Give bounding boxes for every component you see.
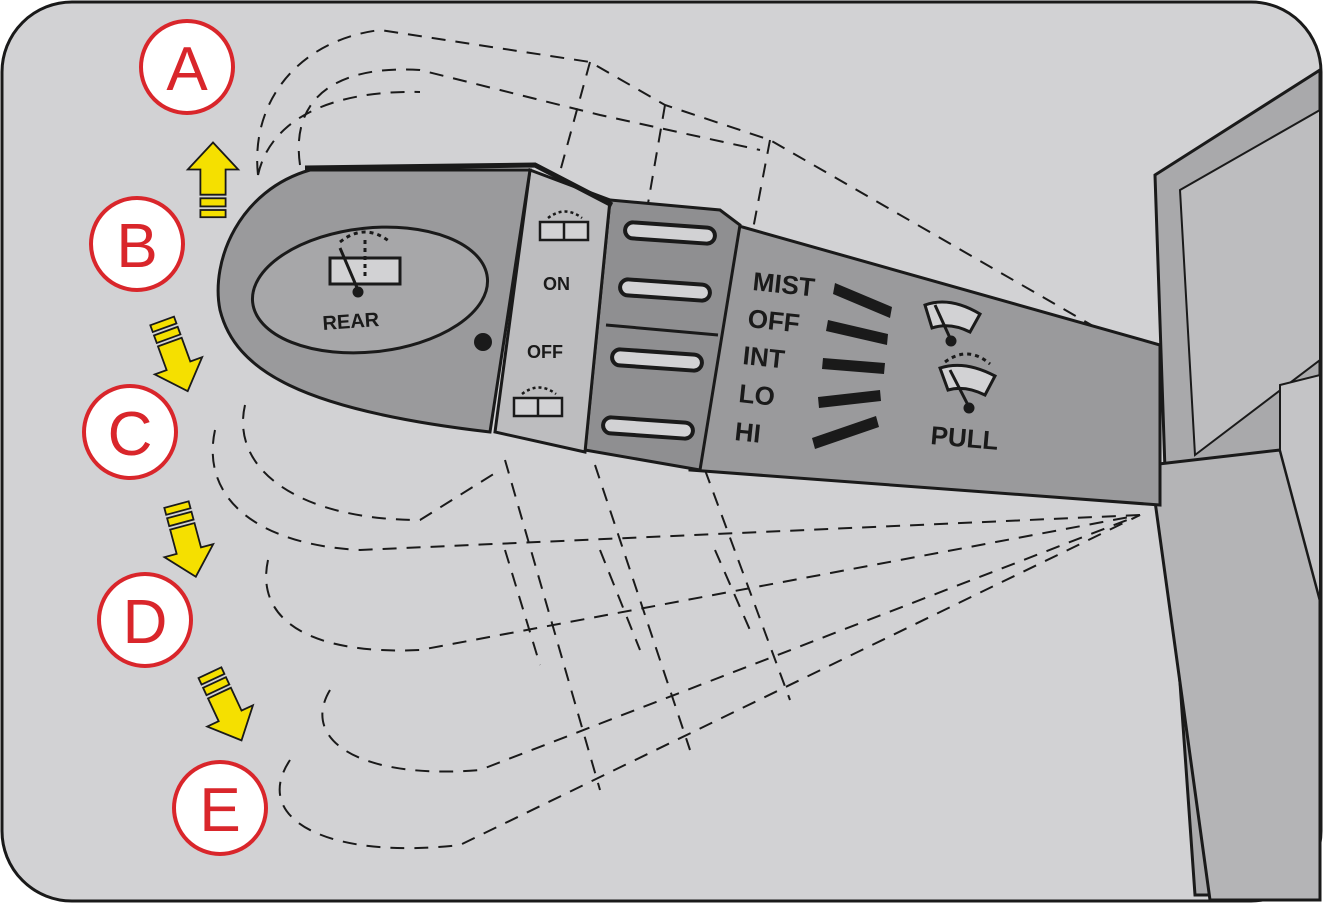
windshield-washer-icon	[938, 352, 998, 414]
rear-wiper-icon	[328, 230, 402, 298]
washer-spray-icon-lower	[512, 386, 564, 418]
marker-letter-c: C	[108, 400, 153, 469]
mode-label-mist: MIST	[751, 266, 816, 302]
washer-spray-icon	[538, 210, 590, 242]
position-marker-a: A	[139, 19, 235, 115]
mode-label-lo: LO	[737, 378, 776, 412]
mode-label-off: OFF	[746, 303, 801, 338]
steering-column	[1148, 67, 1322, 902]
position-marker-b: B	[89, 196, 185, 292]
grip-slots	[601, 220, 717, 441]
rear-wiper-dot	[474, 333, 492, 351]
position-marker-c: C	[82, 384, 178, 480]
marker-letter-e: E	[199, 776, 240, 845]
marker-letter-b: B	[116, 212, 157, 281]
rear-label: REAR	[322, 309, 381, 335]
mode-label-int: INT	[741, 340, 786, 374]
position-marker-e: E	[172, 760, 268, 856]
mode-indicator-bars	[812, 283, 892, 449]
windshield-wiper-icon	[923, 300, 983, 347]
position-marker-d: D	[97, 572, 193, 668]
rear-wiper-oval	[250, 225, 490, 355]
pull-label: PULL	[929, 420, 999, 456]
rear-off-label: OFF	[527, 342, 563, 362]
marker-letter-a: A	[166, 35, 208, 104]
marker-letter-d: D	[123, 588, 168, 657]
rear-on-label: ON	[543, 274, 570, 294]
ghost-positions-lower	[211, 404, 1141, 850]
mode-label-hi: HI	[733, 416, 762, 449]
front-wiper-mode-labels: MIST OFF INT LO HI	[733, 266, 816, 449]
